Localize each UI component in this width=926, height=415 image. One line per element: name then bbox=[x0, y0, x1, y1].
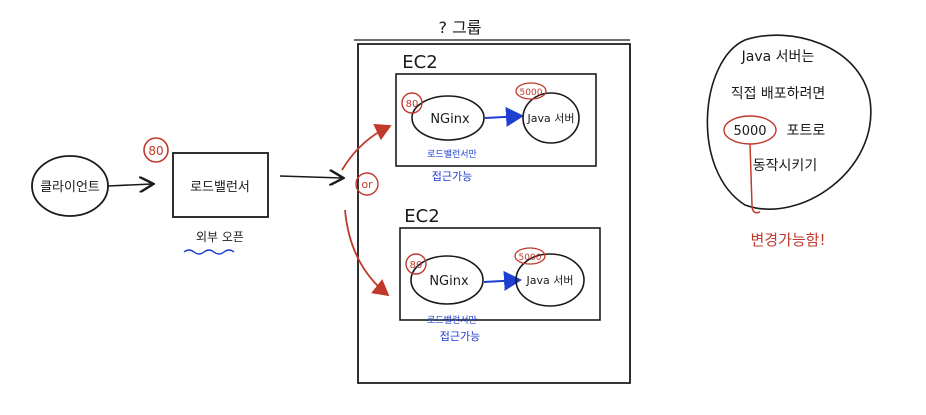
java-node bbox=[522, 92, 580, 144]
load-balancer-node: 로드밸런서 80 외부 오픈 bbox=[143, 137, 269, 255]
note-line1: Java 서버는 bbox=[741, 49, 815, 65]
nginx-note: 로드밸런서만 bbox=[427, 149, 477, 160]
java-node bbox=[515, 253, 585, 307]
group-box: ? 그룹 bbox=[354, 18, 631, 384]
java-port-label: 5000 bbox=[519, 253, 542, 263]
nginx-port-label: 80 bbox=[406, 99, 419, 110]
nginx-port-label: 80 bbox=[410, 260, 423, 271]
lb-port-label: 80 bbox=[148, 144, 163, 158]
note-line2: 직접 배포하려면 bbox=[731, 86, 826, 102]
side-note: Java 서버는 직접 배포하려면 5000 포트로 동작시키기 변경가능함! bbox=[706, 34, 872, 249]
client-label: 클라이언트 bbox=[40, 180, 100, 195]
lb-note: 외부 오픈 bbox=[196, 230, 244, 244]
java-label: Java 서버 bbox=[527, 112, 575, 125]
lb-to-group-arrow bbox=[279, 176, 342, 178]
client-node: 클라이언트 bbox=[31, 155, 109, 217]
nginx-to-java-arrow bbox=[483, 270, 522, 291]
nginx-note-2: 접근가능 bbox=[432, 170, 472, 183]
or-circle bbox=[355, 172, 379, 196]
ec2-label: EC2 bbox=[404, 206, 439, 227]
lb-note-underline bbox=[183, 249, 235, 255]
load-balancer-label: 로드밸런서 bbox=[190, 180, 250, 195]
nginx-note-2: 접근가능 bbox=[440, 330, 480, 343]
nginx-note: 로드밸런서만 bbox=[427, 315, 477, 326]
java-port-circle bbox=[514, 247, 546, 265]
ec2-instance: EC2 NGinx 80 Java 서버 5000 로드밸런서만 접근가능 bbox=[395, 52, 597, 183]
lb-port-circle bbox=[143, 137, 169, 163]
nginx-port-circle bbox=[405, 253, 427, 275]
nginx-label: NGinx bbox=[429, 274, 469, 289]
note-change: 변경가능함! bbox=[750, 231, 825, 249]
nginx-to-java-arrow bbox=[484, 106, 524, 127]
ec2-instance: EC2 NGinx 80 Java 서버 5000 로드밸런서만 접근가능 bbox=[399, 206, 601, 343]
java-port-label: 5000 bbox=[520, 88, 543, 98]
nginx-port-circle bbox=[401, 92, 423, 114]
group-label: ? 그룹 bbox=[438, 18, 481, 37]
nginx-label: NGinx bbox=[430, 112, 470, 127]
note-port: 5000 bbox=[733, 124, 766, 139]
route-arrow-top bbox=[341, 123, 392, 171]
nginx-node bbox=[410, 255, 484, 305]
java-label: Java 서버 bbox=[526, 274, 574, 287]
client-to-lb-arrow bbox=[107, 184, 152, 186]
nginx-node bbox=[411, 95, 485, 141]
ec2-label: EC2 bbox=[402, 52, 437, 73]
note-line3: 포트로 bbox=[787, 123, 826, 139]
or-label: or bbox=[361, 178, 373, 191]
java-port-circle bbox=[515, 82, 547, 100]
note-line4: 동작시키기 bbox=[753, 158, 817, 174]
route-arrow-bottom bbox=[344, 209, 390, 297]
